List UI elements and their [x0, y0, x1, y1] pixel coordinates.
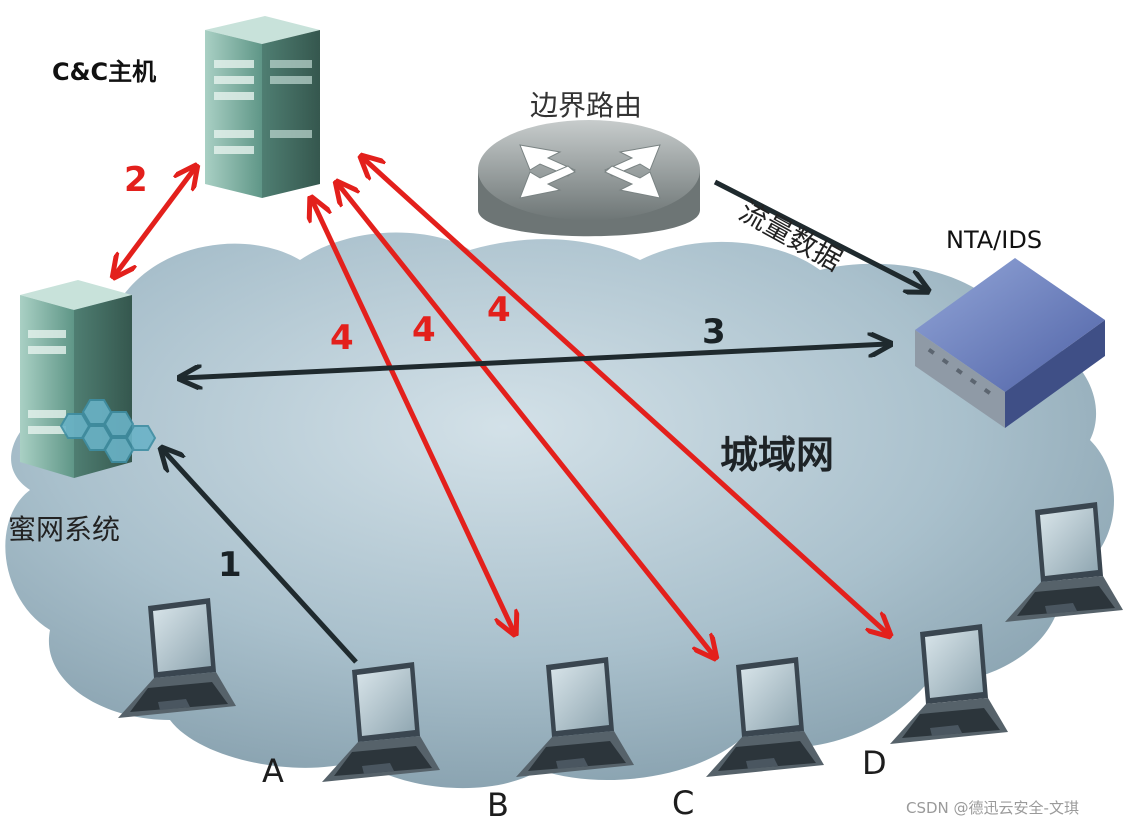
- border-router-label: 边界路由: [530, 89, 643, 122]
- metro-network-label: 城域网: [720, 433, 835, 477]
- arrow-4-to-d: [363, 158, 888, 634]
- host-b-label: B: [487, 786, 509, 824]
- step-4-label: 4: [487, 290, 511, 330]
- step-4-label: 4: [412, 310, 436, 350]
- arrow-1: [163, 450, 358, 664]
- step-2-label: 2: [124, 160, 148, 200]
- step-4-label: 4: [330, 318, 354, 358]
- router-icon: [478, 120, 700, 237]
- traffic-arrow: [713, 179, 926, 290]
- host-c-label: C: [672, 784, 695, 822]
- honeynet-system-label: 蜜网系统: [8, 513, 121, 546]
- watermark: CSDN @德迅云安全-文琪: [906, 799, 1079, 817]
- nta-ids-label: NTA/IDS: [946, 226, 1043, 254]
- step-3-label: 3: [702, 312, 726, 352]
- cc-host-label: C&C主机: [52, 58, 157, 86]
- host-d-label: D: [862, 744, 887, 782]
- arrow-2: [115, 168, 195, 275]
- host-a-label: A: [262, 752, 284, 790]
- cc-server-icon: [205, 16, 320, 198]
- arrow-3: [182, 344, 888, 378]
- ids-device-icon: [915, 258, 1105, 428]
- step-1-label: 1: [218, 545, 242, 585]
- honeypot-server-icon: [20, 280, 157, 478]
